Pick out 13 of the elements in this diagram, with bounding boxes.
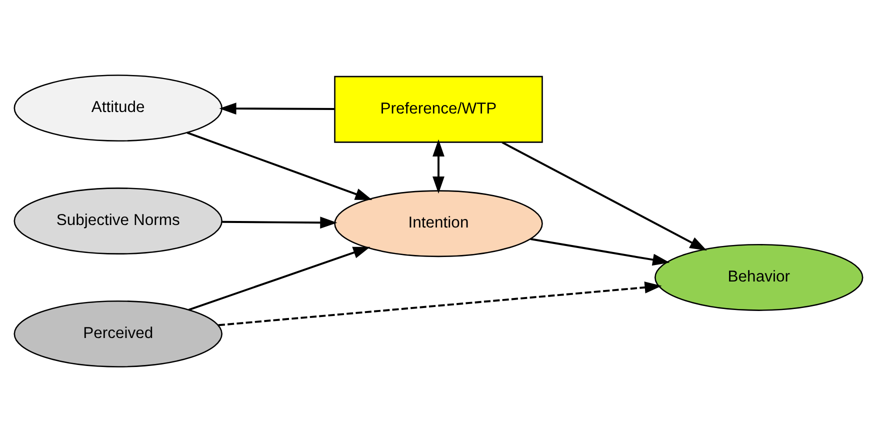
arrow — [222, 216, 338, 228]
node-box: Preference/WTP — [334, 75, 543, 142]
arrow — [530, 238, 670, 266]
arrow — [432, 138, 444, 194]
arrow — [188, 246, 370, 310]
arrow — [186, 131, 372, 200]
node-ellipse: Behavior — [654, 243, 864, 310]
arrow — [219, 102, 334, 114]
arrow — [502, 141, 707, 250]
node-ellipse: Perceived — [14, 300, 222, 367]
arrow — [218, 280, 662, 326]
node-ellipse: Attitude — [14, 74, 222, 142]
node-ellipse: Subjective Norms — [14, 187, 222, 254]
